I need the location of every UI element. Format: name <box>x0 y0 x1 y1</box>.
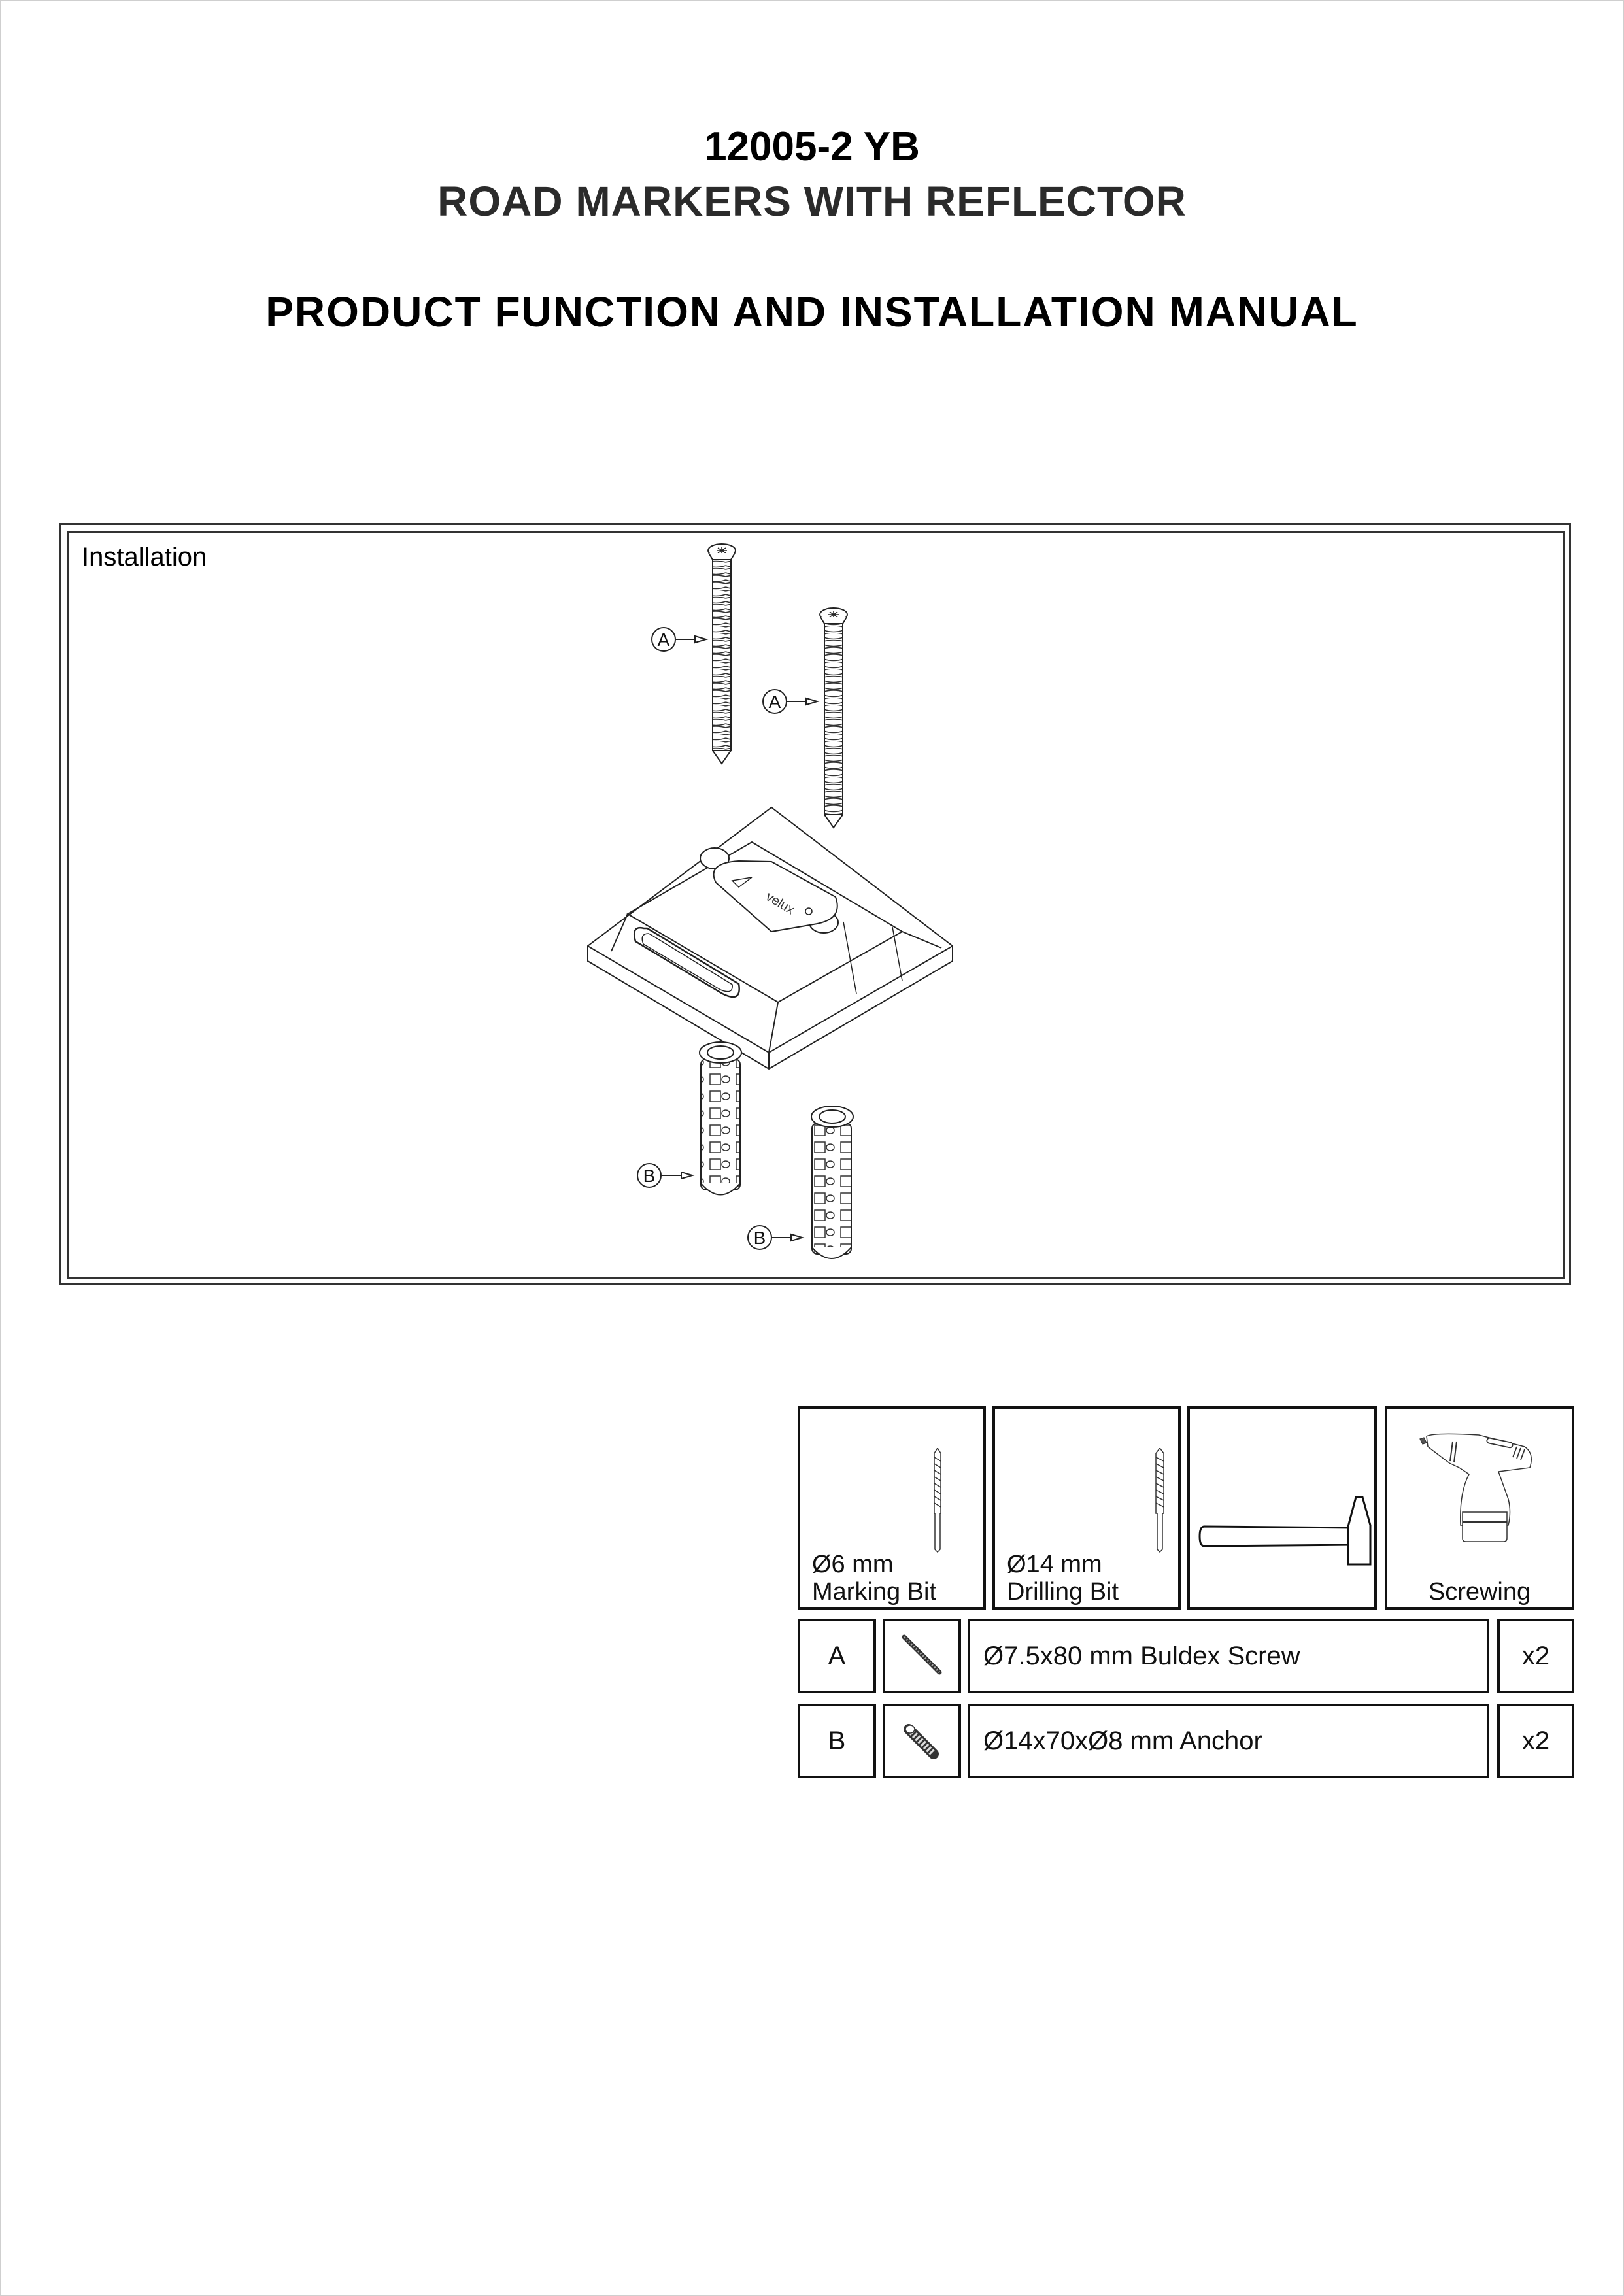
part-a-letter: A <box>798 1619 876 1693</box>
svg-text:B: B <box>643 1166 656 1186</box>
manual-title: PRODUCT FUNCTION AND INSTALLATION MANUAL <box>265 288 1359 335</box>
tool-label: Screwing <box>1428 1578 1531 1606</box>
drill-bit-icon <box>934 1448 941 1553</box>
anchor-b1-icon <box>699 1041 742 1196</box>
installation-frame-outer <box>59 523 1571 1285</box>
part-b-icon-cell <box>883 1704 961 1778</box>
svg-text:A: A <box>658 630 670 650</box>
part-a-description: Ø7.5x80 mm Buldex Screw <box>968 1619 1489 1693</box>
hammer-icon <box>1198 1496 1372 1566</box>
svg-text:B: B <box>754 1228 766 1248</box>
svg-text:A: A <box>769 692 781 712</box>
tool-label: Ø14 mm Drilling Bit <box>1007 1551 1119 1606</box>
installation-drawing: A A velux <box>587 543 953 1259</box>
callout-b1: B <box>637 1163 695 1188</box>
anchor-icon <box>904 1724 939 1759</box>
product-name-subtitle: ROAD MARKERS WITH REFLECTOR <box>437 178 1187 225</box>
part-b-letter: B <box>798 1704 876 1778</box>
screw-a1-icon <box>707 543 736 765</box>
part-b-description: Ø14x70xØ8 mm Anchor <box>968 1704 1489 1778</box>
screw-a2-icon <box>819 607 848 829</box>
screw-icon <box>902 1634 942 1675</box>
part-a-qty: x2 <box>1497 1619 1574 1693</box>
part-b-qty: x2 <box>1497 1704 1574 1778</box>
tool-screwing-drill: Screwing <box>1385 1406 1574 1610</box>
part-a-icon-cell <box>883 1619 961 1693</box>
tool-drilling-bit: Ø14 mm Drilling Bit <box>992 1406 1181 1610</box>
installation-label: Installation <box>82 543 207 571</box>
cordless-drill-icon <box>1419 1433 1532 1542</box>
callout-a2: A <box>762 689 820 714</box>
installation-frame-inner <box>67 531 1565 1279</box>
tool-marking-bit: Ø6 mm Marking Bit <box>798 1406 986 1610</box>
drill-bit-icon <box>1155 1448 1164 1553</box>
tool-label: Ø6 mm Marking Bit <box>812 1551 937 1606</box>
anchor-b2-icon <box>811 1106 854 1259</box>
callout-a1: A <box>651 627 709 652</box>
tool-hammer <box>1187 1406 1377 1610</box>
road-marker-icon: velux <box>587 806 953 1070</box>
product-code-title: 12005-2 YB <box>704 124 920 169</box>
callout-b2: B <box>747 1225 805 1250</box>
